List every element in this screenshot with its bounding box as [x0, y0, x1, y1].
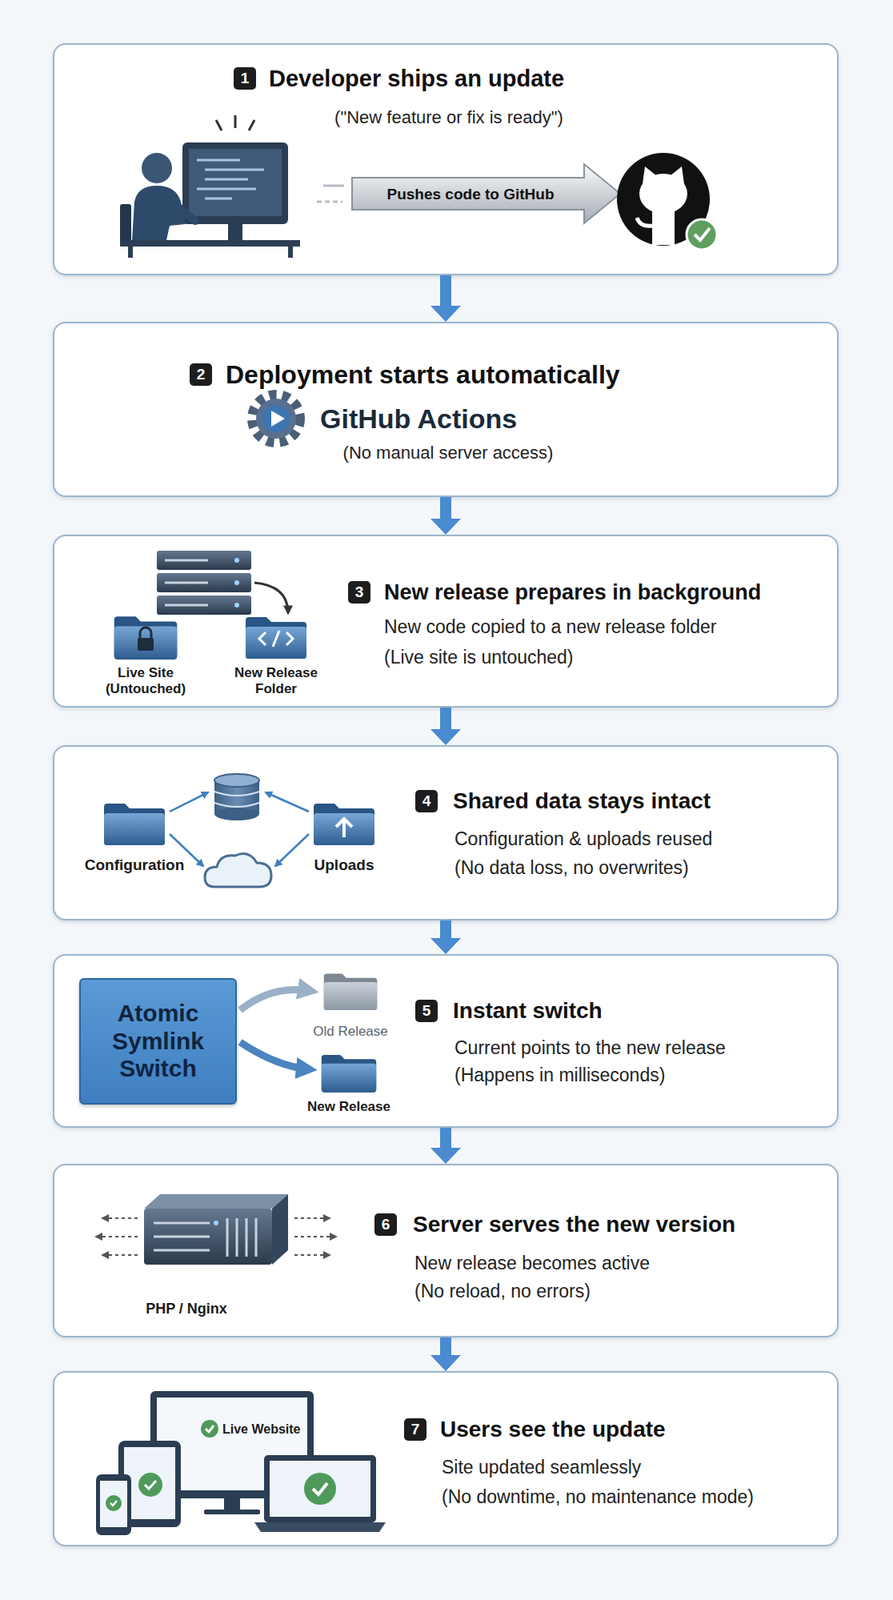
step-heading: Server serves the new version — [412, 1210, 736, 1238]
arrow-head — [430, 305, 461, 322]
step-number: 1 — [233, 67, 257, 90]
arrow-head — [430, 937, 461, 954]
tool-name: GitHub Actions — [320, 402, 517, 436]
step-note: (Live site is untouched) — [384, 645, 574, 669]
step-number: 7 — [404, 1417, 427, 1441]
folder-label: Configuration — [84, 855, 185, 874]
switch-label: Atomic Symlink Switch — [80, 996, 236, 1086]
step-number: 3 — [348, 580, 371, 604]
step-note: (No reload, no errors) — [414, 1279, 591, 1302]
step-number: 4 — [415, 789, 438, 813]
screen-label: Live Website — [222, 1421, 301, 1437]
arrow-shaft — [440, 1127, 452, 1150]
folder-label: Live Site (Untouched) — [97, 664, 194, 697]
folder-label: New Release — [307, 1098, 391, 1115]
step-heading: Users see the update — [440, 1415, 666, 1443]
folder-label: New Release Folder — [228, 664, 324, 697]
step-heading: Deployment starts automatically — [225, 359, 621, 390]
arrow-head — [430, 1354, 461, 1371]
step-body: Configuration & uploads reused — [454, 827, 713, 850]
server-label: PHP / Nginx — [145, 1299, 228, 1318]
arrow-head — [430, 728, 461, 745]
step-panel: 4 Shared data stays intactConfiguration &… — [52, 744, 839, 921]
flow-arrow — [430, 496, 461, 535]
arrow-head — [430, 1147, 461, 1164]
step-panel: Atomic Symlink Switch 5 Instant switchCurr… — [52, 953, 839, 1128]
switch-box: Atomic Symlink Switch — [79, 977, 237, 1105]
arrow-shaft — [440, 1337, 452, 1357]
step-note: (No manual server access) — [343, 442, 554, 464]
folder-label: Uploads — [314, 855, 375, 874]
flow-arrow — [430, 275, 461, 322]
flow-arrow — [430, 707, 461, 745]
arrow-shaft — [440, 496, 452, 521]
arrow-label: Pushes code to GitHub — [386, 184, 554, 204]
step-heading: New release prepares in background — [384, 579, 761, 605]
step-body: Current points to the new release — [454, 1036, 726, 1059]
arrow-shaft — [440, 920, 452, 940]
step-heading: Developer ships an update — [268, 64, 565, 93]
flow-arrow — [430, 1127, 461, 1164]
arrow-head — [430, 518, 461, 535]
step-note: (No downtime, no maintenance mode) — [441, 1485, 754, 1508]
step-number: 2 — [189, 363, 213, 386]
arrow-shaft — [440, 275, 452, 308]
step-note: (No data loss, no overwrites) — [454, 856, 689, 879]
step-heading: Shared data stays intact — [452, 787, 711, 815]
step-panel: 1 Developer ships an update ("New feature … — [52, 43, 839, 276]
flow-arrow — [430, 1337, 461, 1371]
folder-label: Old Release — [312, 1023, 389, 1040]
step-panel: 2 Deployment starts automaticallyGitHub A… — [52, 321, 839, 497]
step-number: 6 — [374, 1213, 397, 1236]
flow-arrow — [430, 920, 461, 954]
step-panel: 7 Users see the updateSite updated seamle… — [52, 1370, 839, 1546]
step-number: 5 — [415, 999, 438, 1022]
step-body: New release becomes active — [414, 1251, 650, 1274]
arrow-shaft — [440, 707, 452, 731]
step-body: Site updated seamlessly — [441, 1455, 641, 1478]
step-heading: Instant switch — [452, 997, 603, 1025]
step-body: New code copied to a new release folder — [384, 615, 717, 638]
step-note: ("New feature or fix is ready") — [334, 107, 564, 129]
step-note: (Happens in milliseconds) — [454, 1063, 665, 1086]
